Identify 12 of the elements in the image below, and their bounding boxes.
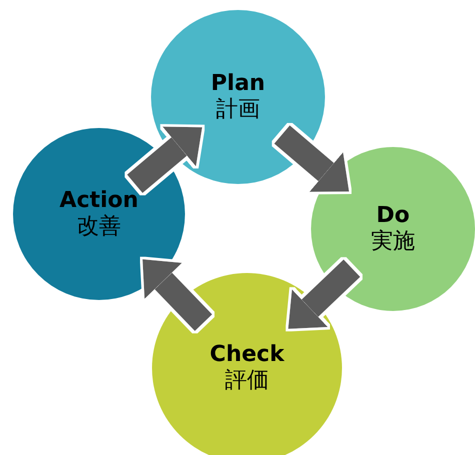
stage-title: Do xyxy=(376,202,410,229)
block-arrow xyxy=(274,125,350,192)
stage-title: Plan xyxy=(210,70,266,97)
block-arrow xyxy=(288,260,360,329)
stage-subtitle: 改善 xyxy=(77,214,121,240)
stage-title: Check xyxy=(210,342,284,368)
stage-title: Action xyxy=(60,188,138,214)
block-arrow xyxy=(142,259,212,332)
stage-subtitle: 実施 xyxy=(371,229,415,256)
stage-subtitle: 計画 xyxy=(216,97,260,124)
stage-subtitle: 評価 xyxy=(225,368,269,394)
block-arrow xyxy=(127,126,202,193)
